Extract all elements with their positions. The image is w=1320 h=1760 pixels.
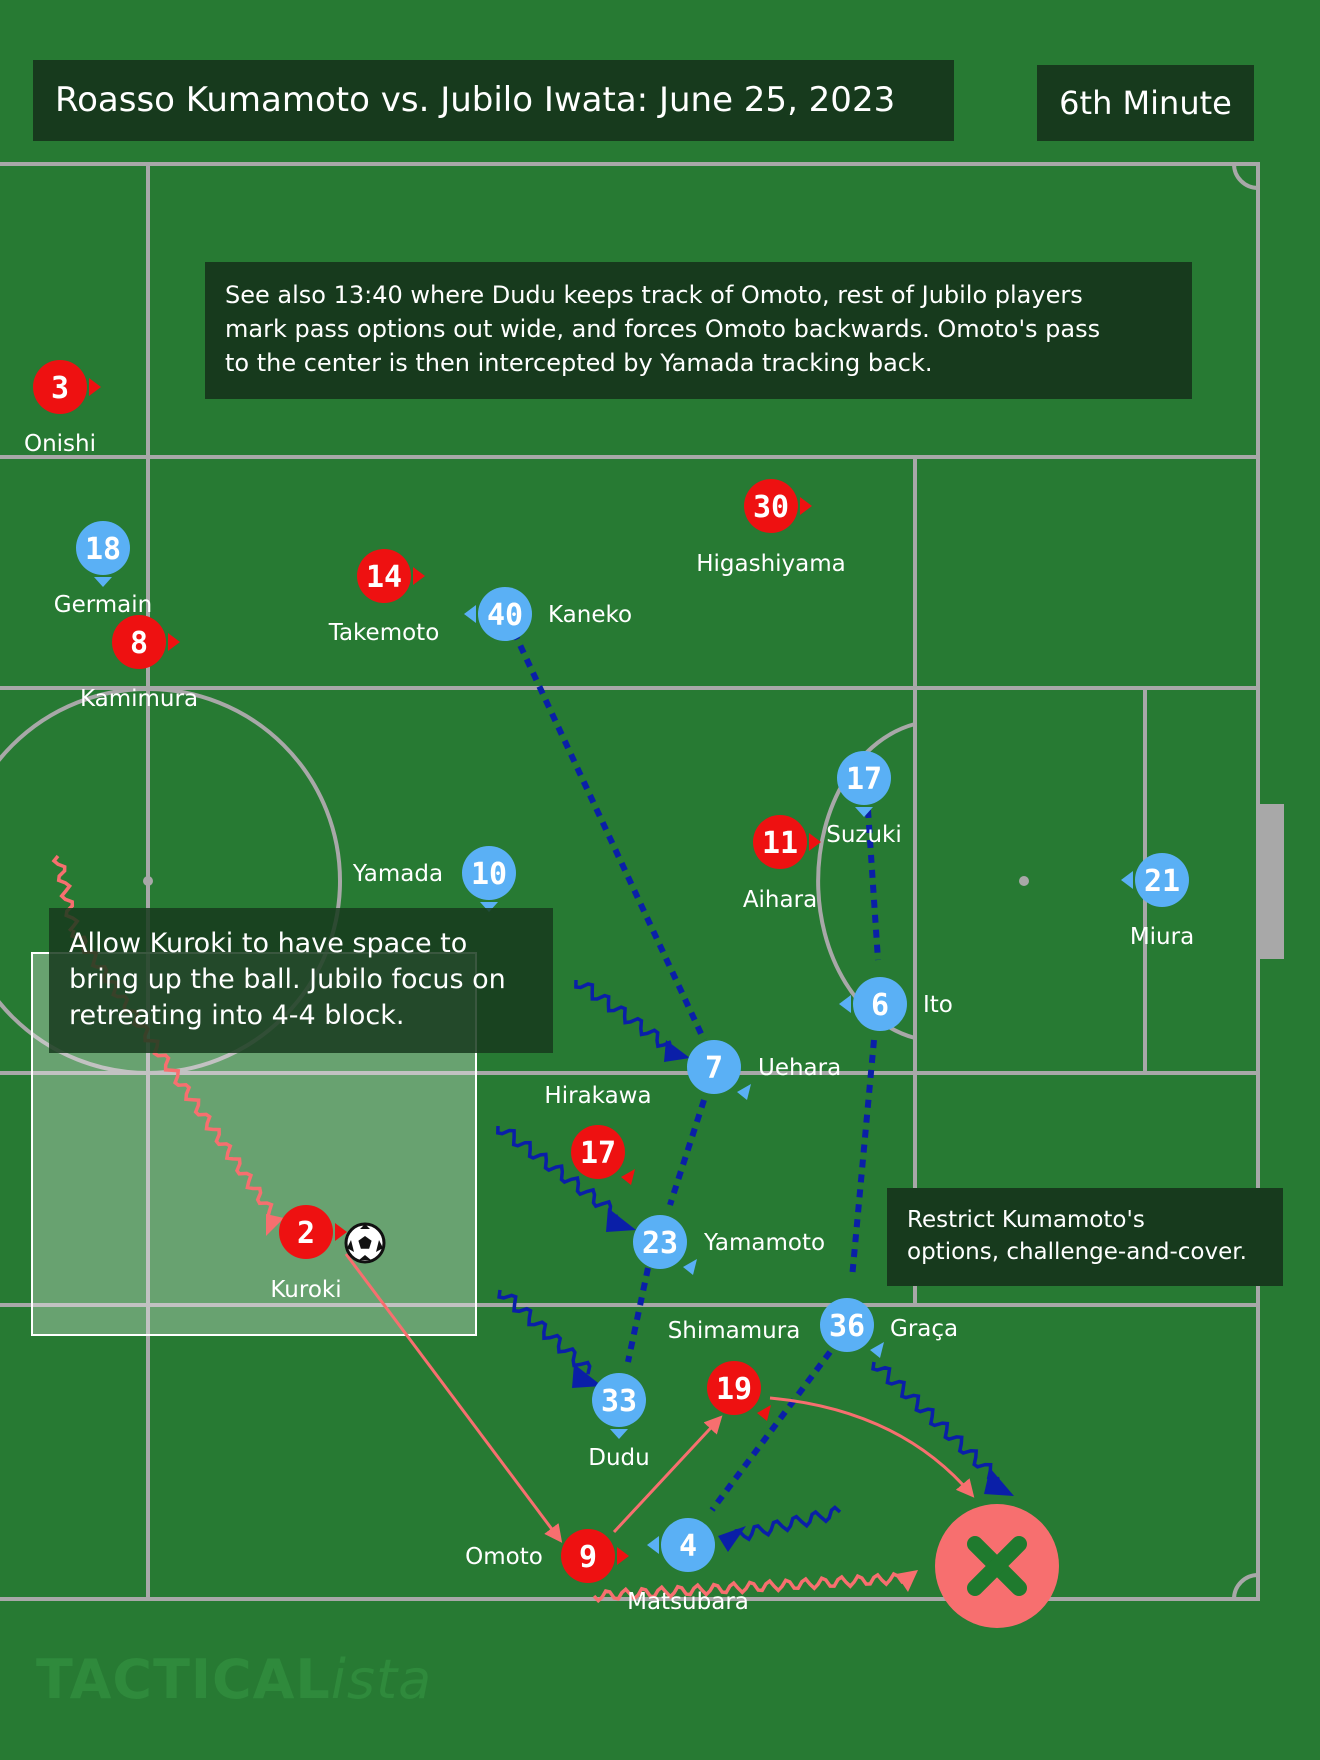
note-top: See also 13:40 where Dudu keeps track of… <box>205 262 1192 399</box>
note-left: Allow Kuroki to have space to bring up t… <box>49 908 553 1053</box>
note-line: bring up the ball. Jubilo focus on <box>69 964 506 995</box>
player-number: 11 <box>762 826 798 861</box>
player-name: Omoto <box>465 1544 543 1570</box>
pitch-lines <box>0 162 1260 1601</box>
football-icon <box>344 1222 386 1264</box>
player-number: 40 <box>487 598 523 633</box>
note-line: Restrict Kumamoto's <box>907 1207 1145 1233</box>
player-number: 30 <box>753 490 789 525</box>
player-number: 3 <box>51 371 69 406</box>
run-squiggle <box>574 979 672 1049</box>
player-name: Germain <box>54 592 153 618</box>
player-number: 2 <box>297 1216 315 1251</box>
player-name: Miura <box>1130 924 1194 950</box>
player-number: 36 <box>829 1309 865 1344</box>
player-number: 33 <box>601 1384 637 1419</box>
player-name: Matsubara <box>627 1589 749 1615</box>
run-squiggle <box>734 1505 842 1542</box>
note-line: options, challenge-and-cover. <box>907 1239 1247 1265</box>
player-name: Yamada <box>352 861 443 887</box>
match-minute: 6th Minute <box>1037 65 1254 141</box>
player-name: Kaneko <box>548 602 632 628</box>
note-line: See also 13:40 where Dudu keeps track of… <box>225 281 1083 309</box>
player-number: 17 <box>846 762 882 797</box>
player-blue-graça: 36 Graça <box>820 1298 958 1358</box>
player-name: Kuroki <box>270 1277 341 1303</box>
player-name: Dudu <box>588 1445 649 1471</box>
pass-arrows <box>344 1253 975 1543</box>
player-number: 19 <box>716 1372 752 1407</box>
player-red-shimamura: 19 Shimamura <box>668 1318 801 1421</box>
player-number: 18 <box>85 532 121 567</box>
player-name: Yamamoto <box>703 1230 825 1256</box>
player-name: Suzuki <box>826 822 902 848</box>
player-name: Aihara <box>743 887 817 913</box>
player-red-omoto: 9 Omoto <box>465 1529 629 1583</box>
note-right: Restrict Kumamoto's options, challenge-a… <box>887 1188 1283 1286</box>
player-blue-yamada: 10 Yamada <box>352 846 516 912</box>
player-number: 21 <box>1144 864 1180 899</box>
close-icon <box>935 1504 1059 1628</box>
player-number: 6 <box>871 988 889 1023</box>
player-blue-uehara: 7 Uehara <box>687 1040 841 1100</box>
note-line: retreating into 4-4 block. <box>69 1000 405 1031</box>
player-name: Onishi <box>24 431 96 457</box>
watermark-logo: TACTICALista <box>36 1648 433 1711</box>
player-name: Ito <box>923 992 953 1018</box>
player-blue-ito: 6 Ito <box>839 977 953 1031</box>
player-name: Hirakawa <box>544 1083 651 1109</box>
run-squiggle <box>497 1289 592 1375</box>
player-number: 8 <box>130 626 148 661</box>
player-blue-kaneko: 40 Kaneko <box>464 587 632 641</box>
player-name: Shimamura <box>668 1318 801 1344</box>
note-line: mark pass options out wide, and forces O… <box>225 315 1101 343</box>
note-line: Allow Kuroki to have space to <box>69 928 468 959</box>
player-red-hirakawa: 17 Hirakawa <box>544 1083 652 1185</box>
player-number: 23 <box>642 1226 678 1261</box>
note-line: to the center is then intercepted by Yam… <box>225 349 933 377</box>
player-name: Uehara <box>758 1055 841 1081</box>
player-name: Graça <box>890 1316 958 1342</box>
run-squiggle <box>592 1571 907 1604</box>
player-number: 9 <box>579 1540 597 1575</box>
player-number: 14 <box>366 560 402 595</box>
player-name: Takemoto <box>328 620 440 646</box>
run-squiggle <box>871 1361 1000 1483</box>
player-name: Higashiyama <box>696 551 846 577</box>
jubilo-shape-lines <box>511 630 881 1512</box>
player-number: 10 <box>471 857 507 892</box>
run-arrowheads <box>266 1040 1014 1592</box>
player-number: 4 <box>679 1529 697 1564</box>
player-number: 7 <box>705 1051 723 1086</box>
run-squiggle <box>496 1125 619 1221</box>
goal <box>1258 804 1284 959</box>
match-title: Roasso Kumamoto vs. Jubilo Iwata: June 2… <box>33 60 954 141</box>
player-number: 17 <box>580 1136 616 1171</box>
player-name: Kamimura <box>80 686 198 712</box>
player-blue-yamamoto: 23 Yamamoto <box>633 1215 825 1275</box>
